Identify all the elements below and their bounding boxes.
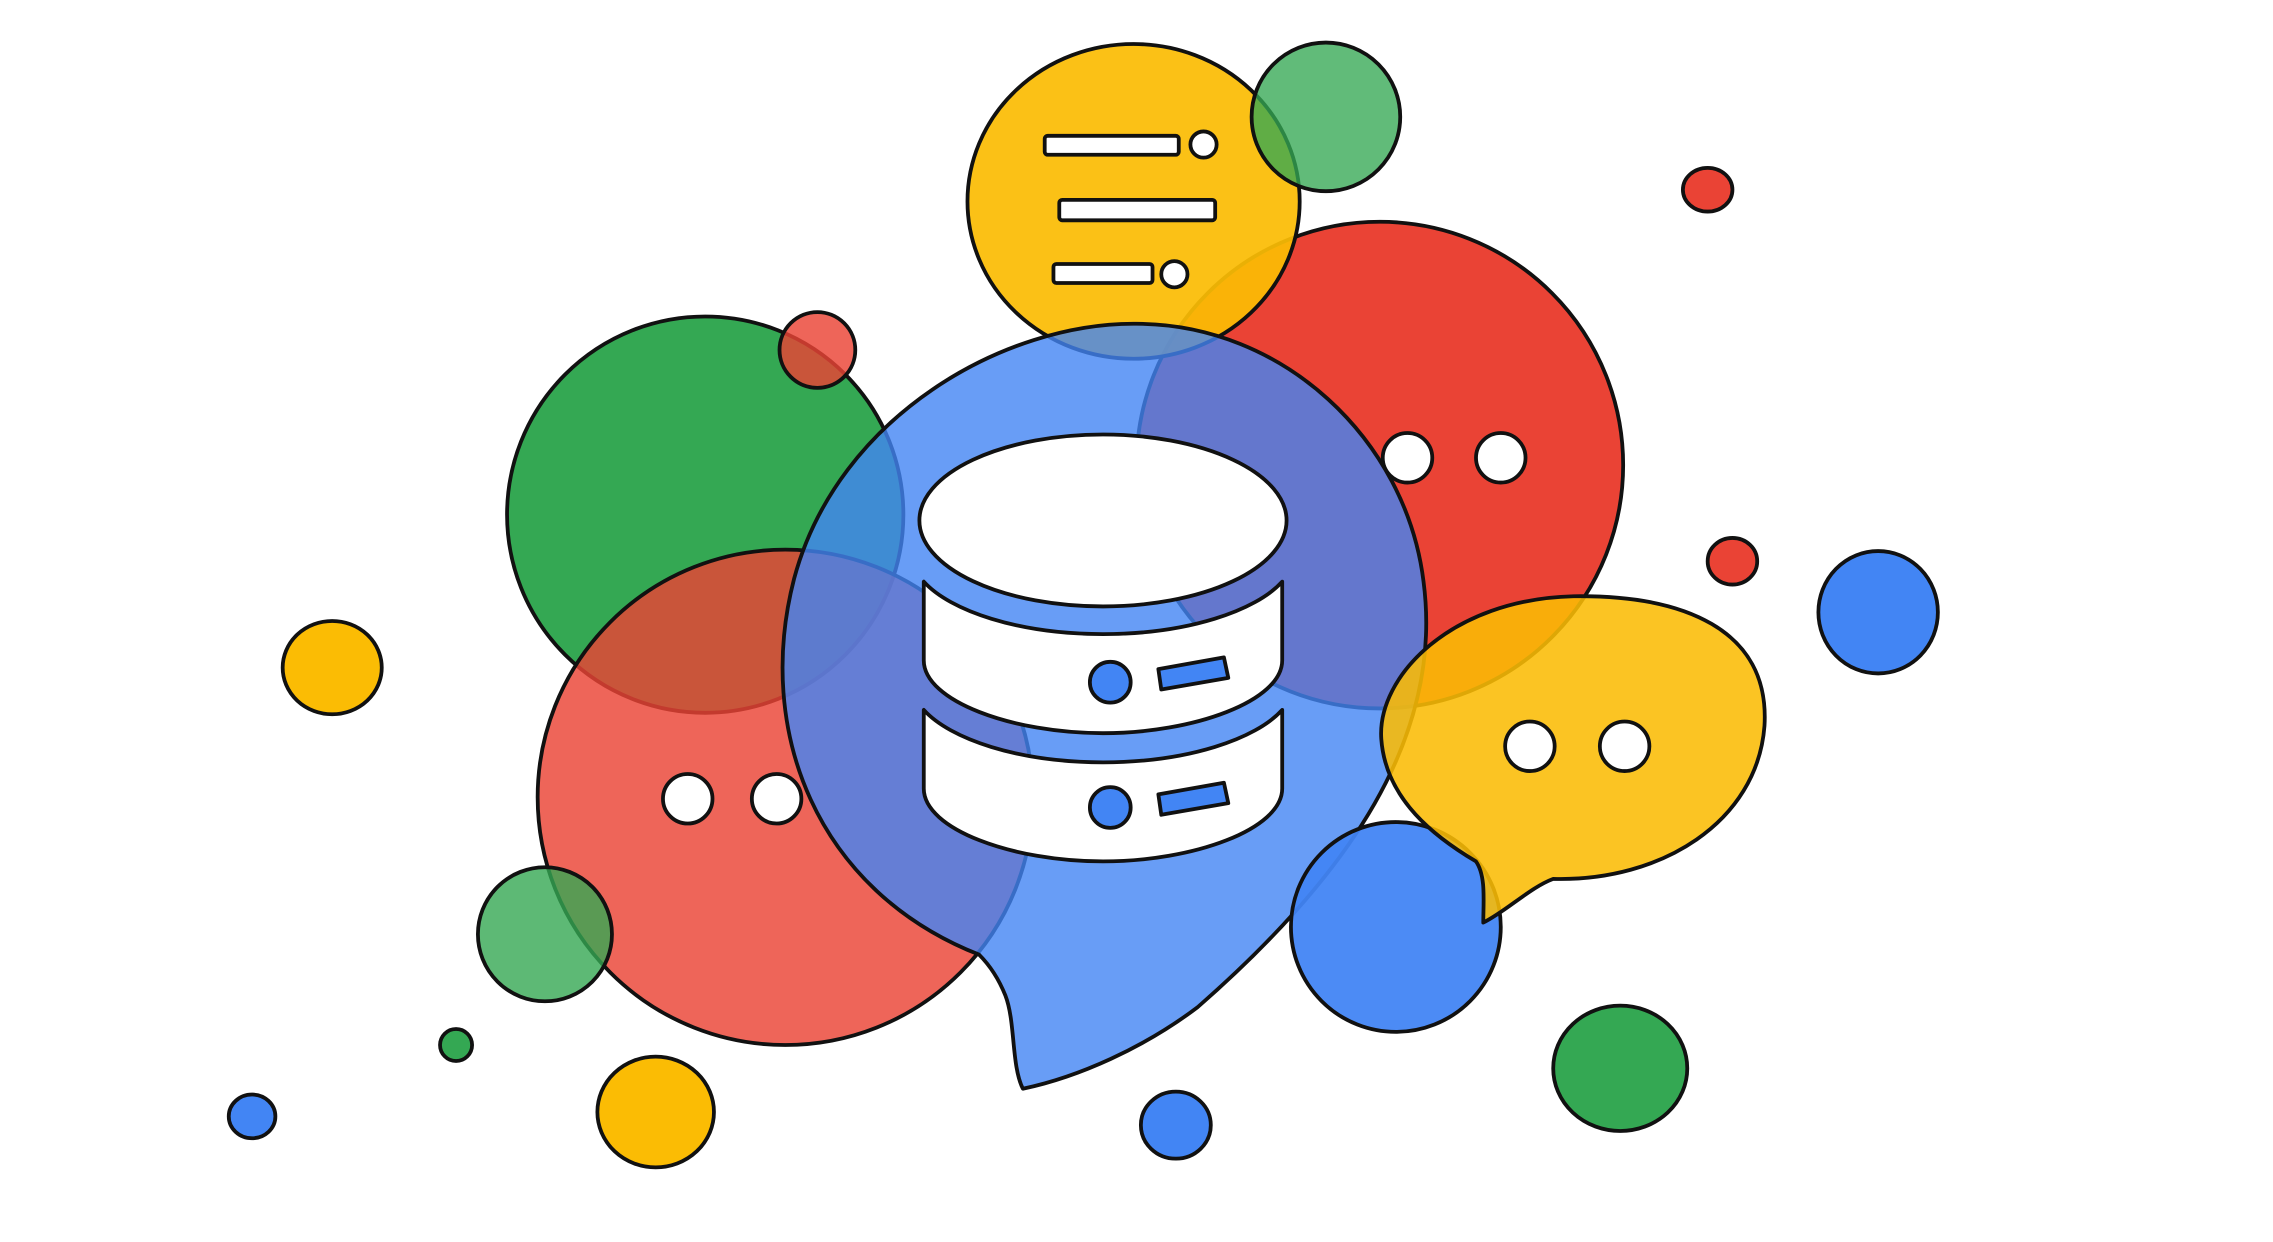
decorative-dot-icon bbox=[1289, 820, 1503, 1034]
database-disk-top bbox=[917, 432, 1289, 609]
decorative-dot-icon bbox=[1816, 549, 1940, 676]
yellow-form-bubble bbox=[965, 42, 1302, 361]
decorative-dot-icon bbox=[1681, 165, 1735, 214]
database-disk-middle bbox=[921, 579, 1285, 736]
typing-dot-icon bbox=[1380, 431, 1435, 485]
drive-slot-icon bbox=[1156, 780, 1231, 817]
database-icon bbox=[917, 432, 1289, 864]
decorative-dot-icon bbox=[777, 310, 858, 390]
decorative-dot-icon bbox=[476, 865, 614, 1004]
typing-dot-icon bbox=[661, 772, 715, 826]
decorative-dot-icon bbox=[226, 1092, 278, 1141]
typing-dot-icon bbox=[749, 772, 804, 826]
decorative-dot-icon bbox=[1138, 1089, 1213, 1161]
typing-dot-icon bbox=[1474, 431, 1528, 485]
decorative-dots bbox=[226, 165, 1940, 1170]
decorative-dot-icon bbox=[1249, 40, 1403, 194]
drive-slot-icon bbox=[1156, 655, 1231, 692]
status-light-icon bbox=[1087, 659, 1133, 705]
decorative-dot-icon bbox=[595, 1054, 716, 1170]
decorative-dot-icon bbox=[1551, 1003, 1690, 1133]
typing-dot-icon bbox=[1597, 719, 1652, 773]
form-fields-icon bbox=[1042, 129, 1219, 290]
status-light-icon bbox=[1087, 785, 1133, 830]
yellow-chat-bubble-right bbox=[1379, 594, 1767, 925]
database-disk-bottom bbox=[921, 707, 1285, 864]
chat-bubble-icon bbox=[1379, 594, 1767, 925]
decorative-dot-icon bbox=[280, 619, 384, 717]
decorative-dot-icon bbox=[1705, 536, 1760, 587]
decorative-dot-icon bbox=[438, 1027, 474, 1063]
typing-dot-icon bbox=[1503, 719, 1557, 773]
